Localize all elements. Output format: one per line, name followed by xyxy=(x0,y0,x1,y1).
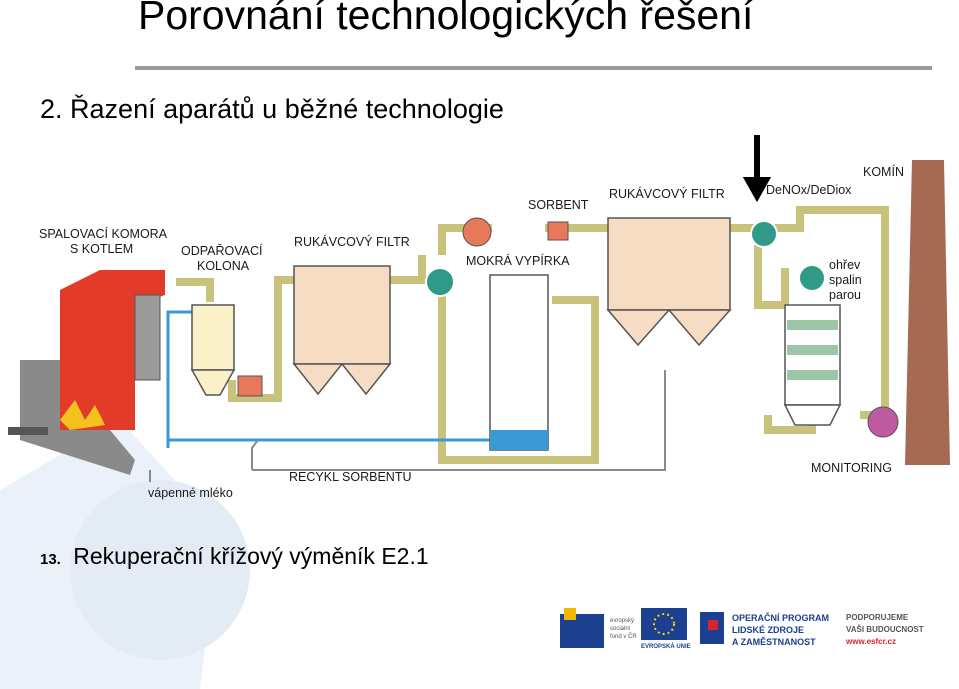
label-reheat-1: ohřev xyxy=(829,258,861,272)
label-reheat-3: parou xyxy=(829,288,861,302)
op-text-1: OPERAČNÍ PROGRAM xyxy=(732,613,830,623)
bag-filter-2 xyxy=(606,217,732,347)
page-title: Porovnání technologických řešení xyxy=(138,0,754,38)
bag-filter-1 xyxy=(292,265,392,396)
title-divider xyxy=(135,66,932,70)
label-reheat-2: spalin xyxy=(829,273,862,287)
eu-text: EVROPSKÁ UNIE xyxy=(641,644,691,650)
support-text-1: PODPORUJEME xyxy=(846,613,909,622)
esf-logo-icon xyxy=(560,608,604,648)
label-bagfilter-2: RUKÁVCOVÝ FILTR xyxy=(609,187,725,201)
label-combustion-1: SPALOVACÍ KOMORA xyxy=(39,227,168,241)
label-lime-milk: vápenné mléko xyxy=(148,486,233,500)
op-text-2: LIDSKÉ ZDROJE xyxy=(732,625,805,635)
label-chimney: KOMÍN xyxy=(863,165,904,179)
op-logo-icon xyxy=(700,612,724,644)
footer-code: E2.1 xyxy=(381,543,429,569)
sorbent-doser xyxy=(547,221,569,241)
label-evap-2: KOLONA xyxy=(197,259,250,273)
support-logo: PODPORUJEME VAŠI BUDOUCNOST www.esfcr.cz xyxy=(846,612,946,652)
footer-text: Rekuperační křížový výměník xyxy=(73,543,375,569)
section-text: Řazení aparátů u běžné technologie xyxy=(70,94,504,124)
monitoring-icon xyxy=(867,406,899,438)
denox-reactor xyxy=(783,304,842,426)
section-heading: 2. Řazení aparátů u běžné technologie xyxy=(40,94,504,125)
section-number: 2. xyxy=(40,94,63,124)
footer-caption: 13. Rekuperační křížový výměník E2.1 xyxy=(40,543,429,570)
op-logo: OPERAČNÍ PROGRAM LIDSKÉ ZDROJE A ZAMĚSTN… xyxy=(700,608,840,652)
recycle-lines xyxy=(149,370,666,482)
op-text-3: A ZAMĚSTNANOST xyxy=(732,637,816,647)
flue-gas-cleaning-diagram xyxy=(8,135,950,482)
label-combustion-2: S KOTLEM xyxy=(70,242,134,256)
fan-icon xyxy=(462,217,492,247)
evaporation-column xyxy=(190,304,263,397)
label-evap-1: ODPAŘOVACÍ xyxy=(181,244,263,258)
steam-reheater-icon xyxy=(798,264,826,292)
support-text-2: VAŠI BUDOUCNOST xyxy=(846,625,924,634)
esf-text-2: sociální xyxy=(610,626,631,632)
eu-flag-icon xyxy=(641,608,687,640)
water-lines xyxy=(166,310,490,448)
heat-exchanger-2 xyxy=(750,220,778,248)
support-url: www.esfcr.cz xyxy=(846,637,896,646)
label-wet-scrubber: MOKRÁ VYPÍRKA xyxy=(466,254,570,268)
wet-scrubber xyxy=(489,274,549,451)
combustion-chamber xyxy=(8,270,165,475)
label-sorbent: SORBENT xyxy=(528,198,589,212)
esf-text-3: fond v ČR xyxy=(610,634,637,640)
chimney-icon xyxy=(905,160,950,465)
label-monitoring: MONITORING xyxy=(811,461,893,475)
label-sorbent-recycle: RECYKL SORBENTU xyxy=(289,470,412,484)
label-denox: DeNOx/DeDiox xyxy=(766,183,852,197)
inlet-arrow-icon xyxy=(742,135,772,203)
background-decoration xyxy=(0,420,250,689)
footer-number: 13. xyxy=(40,551,61,568)
esf-text-1: evropský xyxy=(610,618,635,624)
label-bagfilter-1: RUKÁVCOVÝ FILTR xyxy=(294,235,410,249)
eu-logo: EVROPSKÁ UNIE xyxy=(641,608,691,652)
heat-exchanger-1 xyxy=(425,267,455,297)
esf-logo: evropský sociální fond v ČR xyxy=(560,608,640,652)
